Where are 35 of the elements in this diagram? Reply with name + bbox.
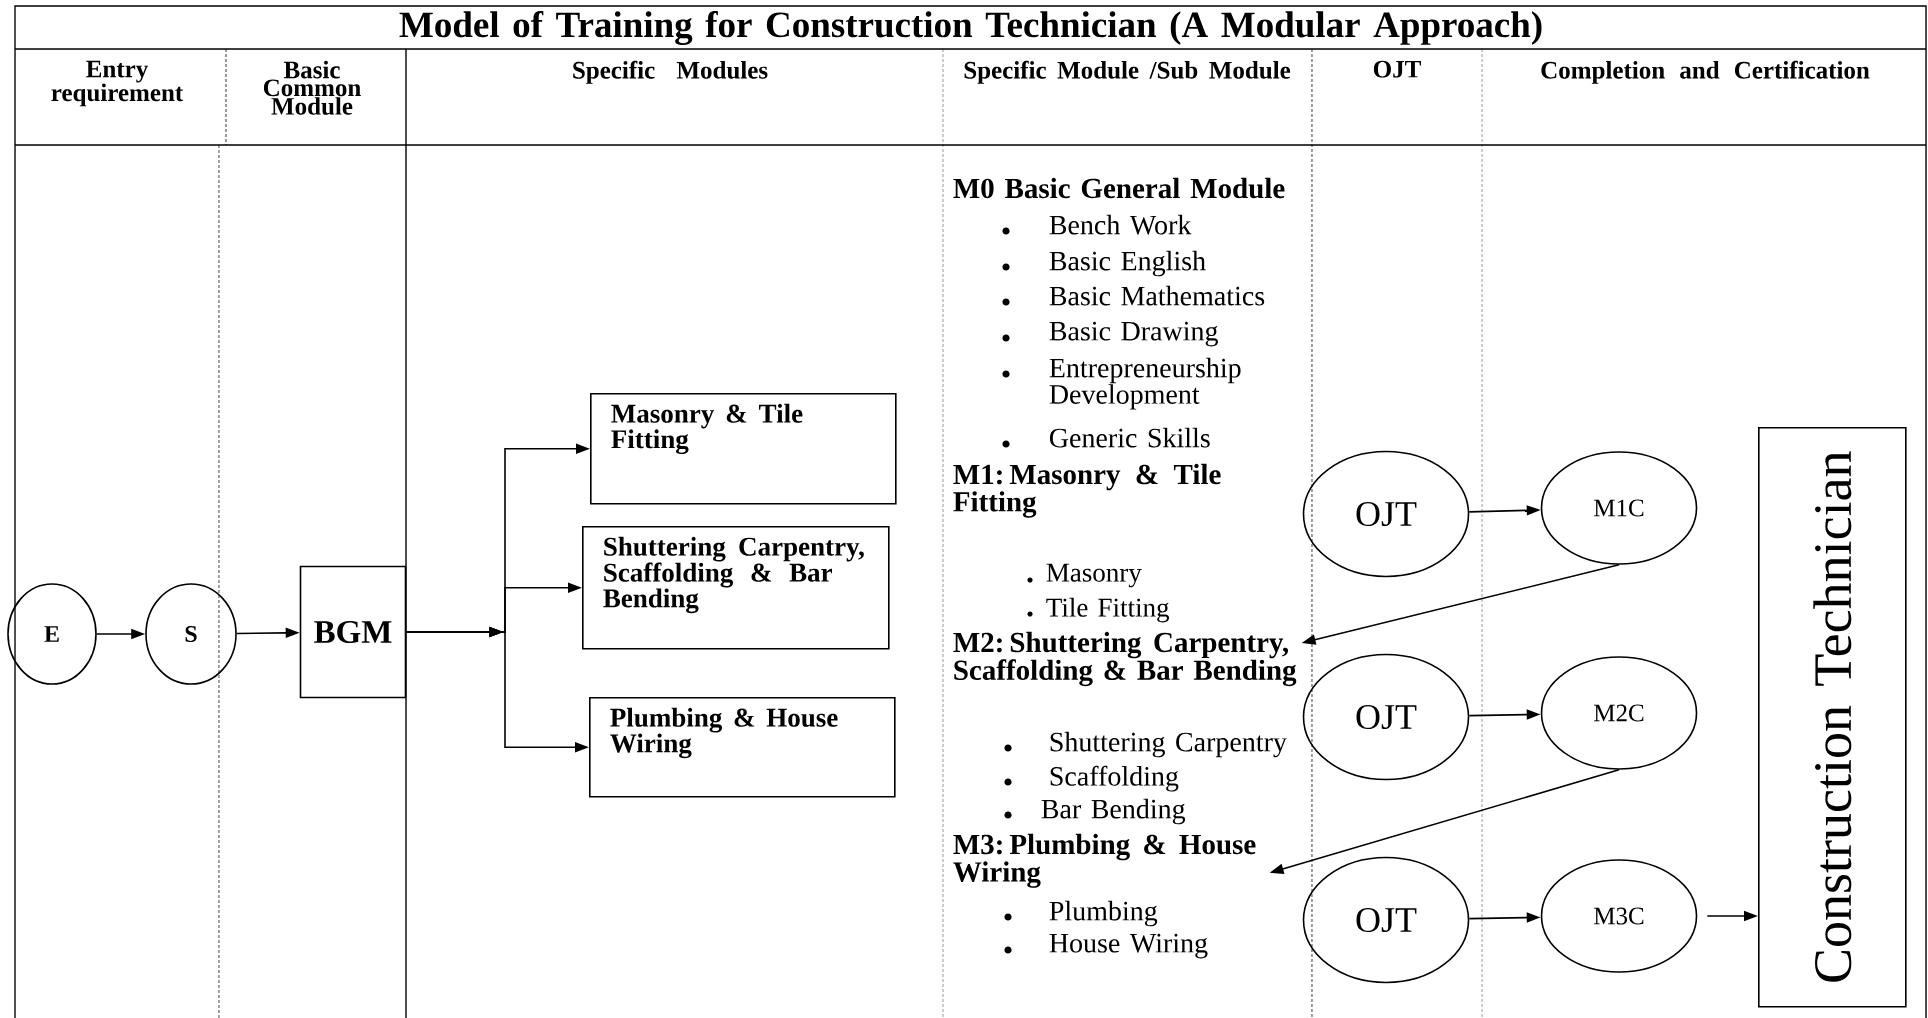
list-item: Plumbing — [1004, 900, 1158, 927]
list-item: Tile Fitting — [1027, 597, 1170, 623]
module-heading: M3: Plumbing & House Wiring — [953, 833, 1256, 888]
list-item: Shuttering Carpentry — [1004, 731, 1287, 758]
list-item: Masonry — [1027, 563, 1142, 588]
column-header: Specific Modules — [573, 60, 768, 84]
list-item: Scaffolding — [1004, 765, 1179, 792]
column-header: Specific Module /Sub Module — [964, 60, 1291, 84]
module-box: BGM — [299, 565, 407, 699]
ellipse-node: M1C — [1540, 451, 1698, 565]
ellipse-node: OJT — [1302, 653, 1470, 781]
ellipse-node: M3C — [1540, 859, 1698, 973]
title: Model of Training for Construction Technician (A Modular Approach) — [399, 10, 1542, 46]
list-item: Bench Work — [1002, 214, 1192, 235]
ellipse-node: OJT — [1302, 450, 1470, 578]
module-box: Plumbing & House Wiring — [589, 697, 896, 798]
module-box: Masonry & Tile Fitting — [590, 393, 897, 505]
list-item: Basic Mathematics — [1002, 285, 1265, 306]
column-header: Basic Common Module — [263, 60, 361, 115]
list-item: Bar Bending — [1004, 798, 1186, 825]
list-item: Basic Drawing — [1002, 321, 1218, 347]
list-item: Basic English — [1002, 250, 1206, 277]
column-header: OJT — [1373, 60, 1421, 78]
outcome-box: Construction Technician — [1758, 427, 1907, 1008]
list-item: House Wiring — [1004, 933, 1208, 959]
module-heading: M2: Shuttering Carpentry, Scaffolding & Bar Bending — [953, 631, 1297, 687]
list-item: Entrepreneurship Development — [1002, 357, 1241, 410]
column-header: Entry requirement — [51, 60, 184, 107]
module-heading: M1: Masonry & Tile Fitting — [953, 463, 1221, 518]
ellipse-node: OJT — [1302, 856, 1470, 984]
ellipse-node: M2C — [1540, 656, 1698, 770]
module-box: Shuttering Carpentry, Scaffolding & Bar Bending — [582, 526, 890, 650]
module-heading: M0 Basic General Module — [953, 177, 1285, 199]
column-header: Completion and Certification — [1541, 60, 1870, 84]
list-item: Generic Skills — [1002, 427, 1210, 448]
